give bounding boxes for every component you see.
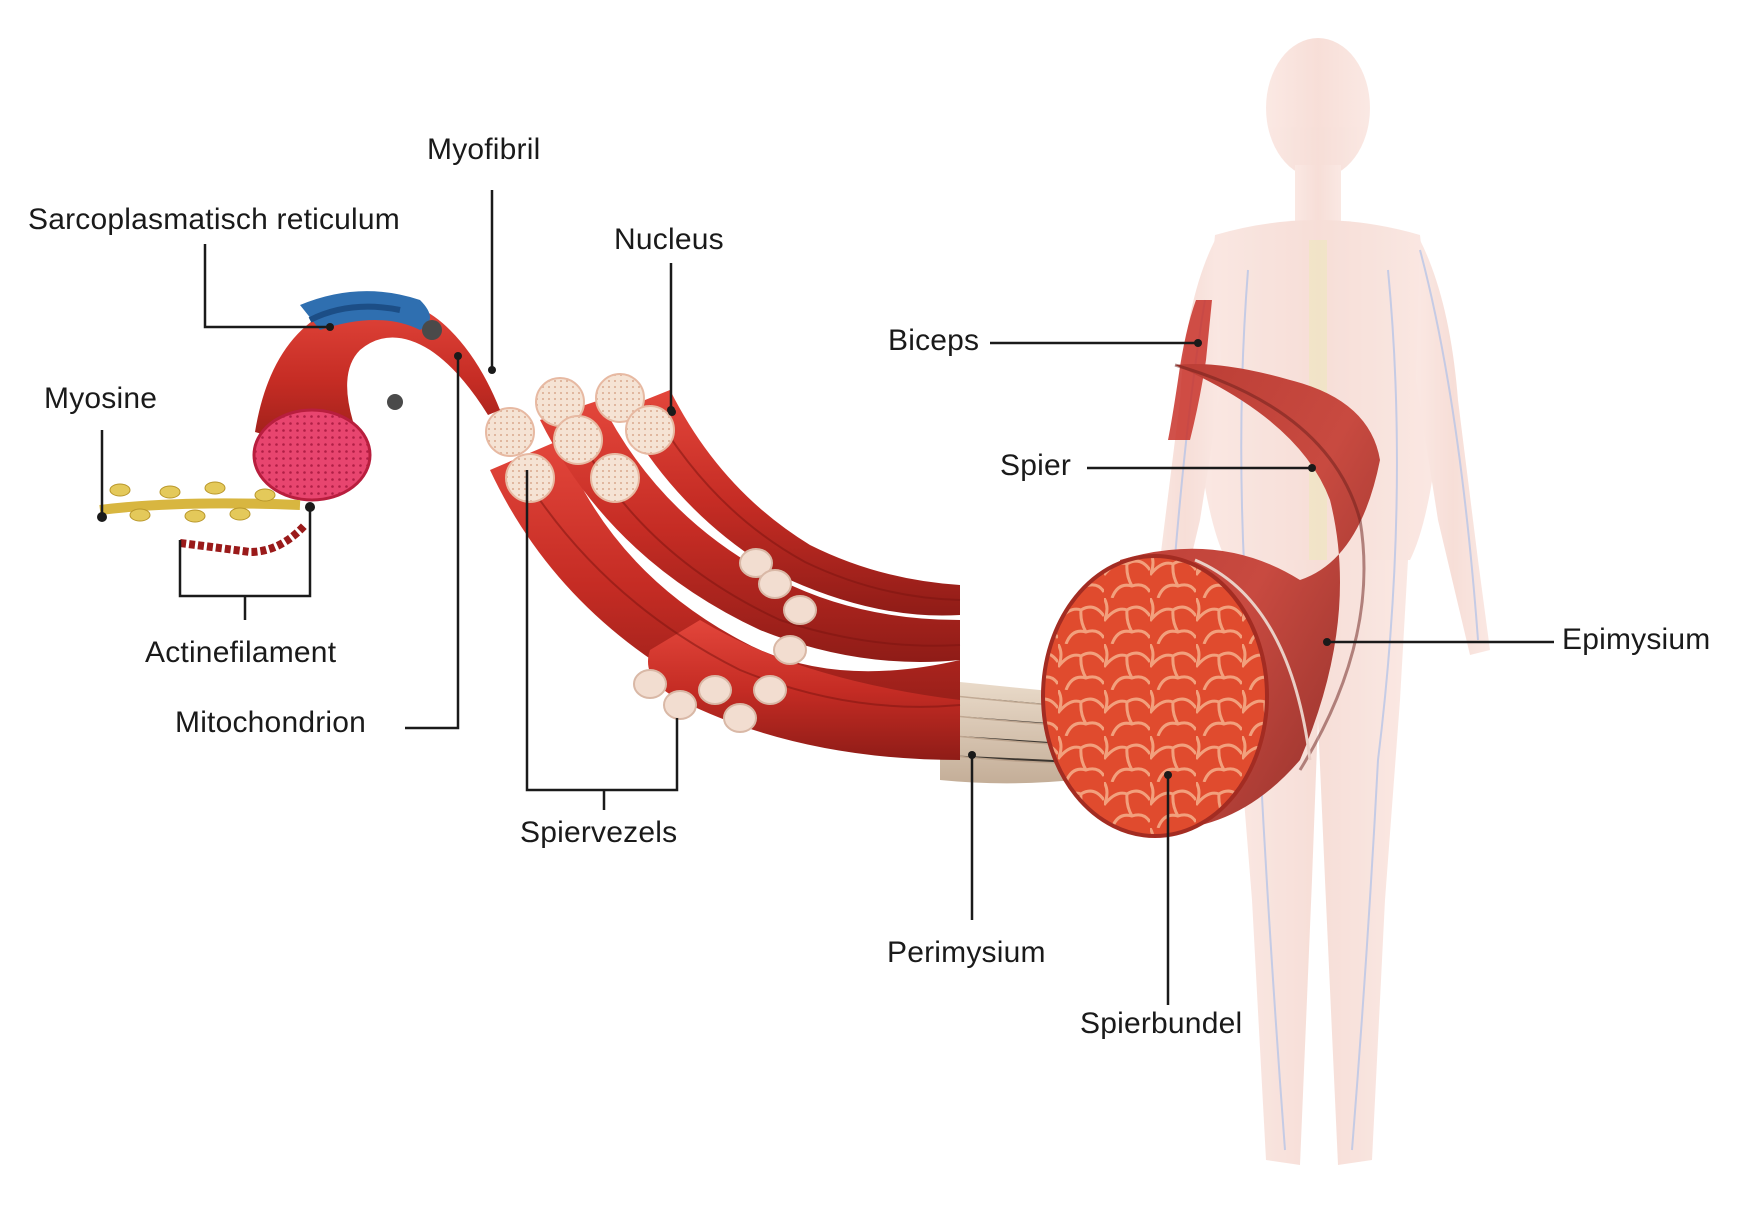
myosin-filament — [97, 481, 301, 523]
label-spierbundel: Spierbundel — [1080, 1007, 1243, 1040]
label-sarcoplasmatisch-reticulum: Sarcoplasmatisch reticulum — [28, 203, 400, 236]
muscle-fibers-bundle — [485, 373, 961, 760]
myofibril-cross-section — [252, 408, 372, 502]
label-mitochondrion: Mitochondrion — [175, 706, 367, 739]
label-spier: Spier — [1000, 449, 1072, 482]
label-epimysium: Epimysium — [1562, 623, 1711, 656]
label-myosine: Myosine — [44, 382, 158, 415]
leader-lines — [100, 190, 1554, 1005]
label-biceps: Biceps — [888, 324, 980, 357]
muscle-cross-section — [1041, 554, 1269, 838]
myofibril-tube — [252, 291, 500, 502]
label-perimysium: Perimysium — [887, 936, 1046, 969]
label-actinefilament: Actinefilament — [145, 636, 337, 669]
label-nucleus: Nucleus — [614, 223, 724, 256]
label-spiervezels: Spiervezels — [520, 816, 678, 849]
actin-filament — [179, 522, 308, 557]
label-myofibril: Myofibril — [427, 133, 541, 166]
